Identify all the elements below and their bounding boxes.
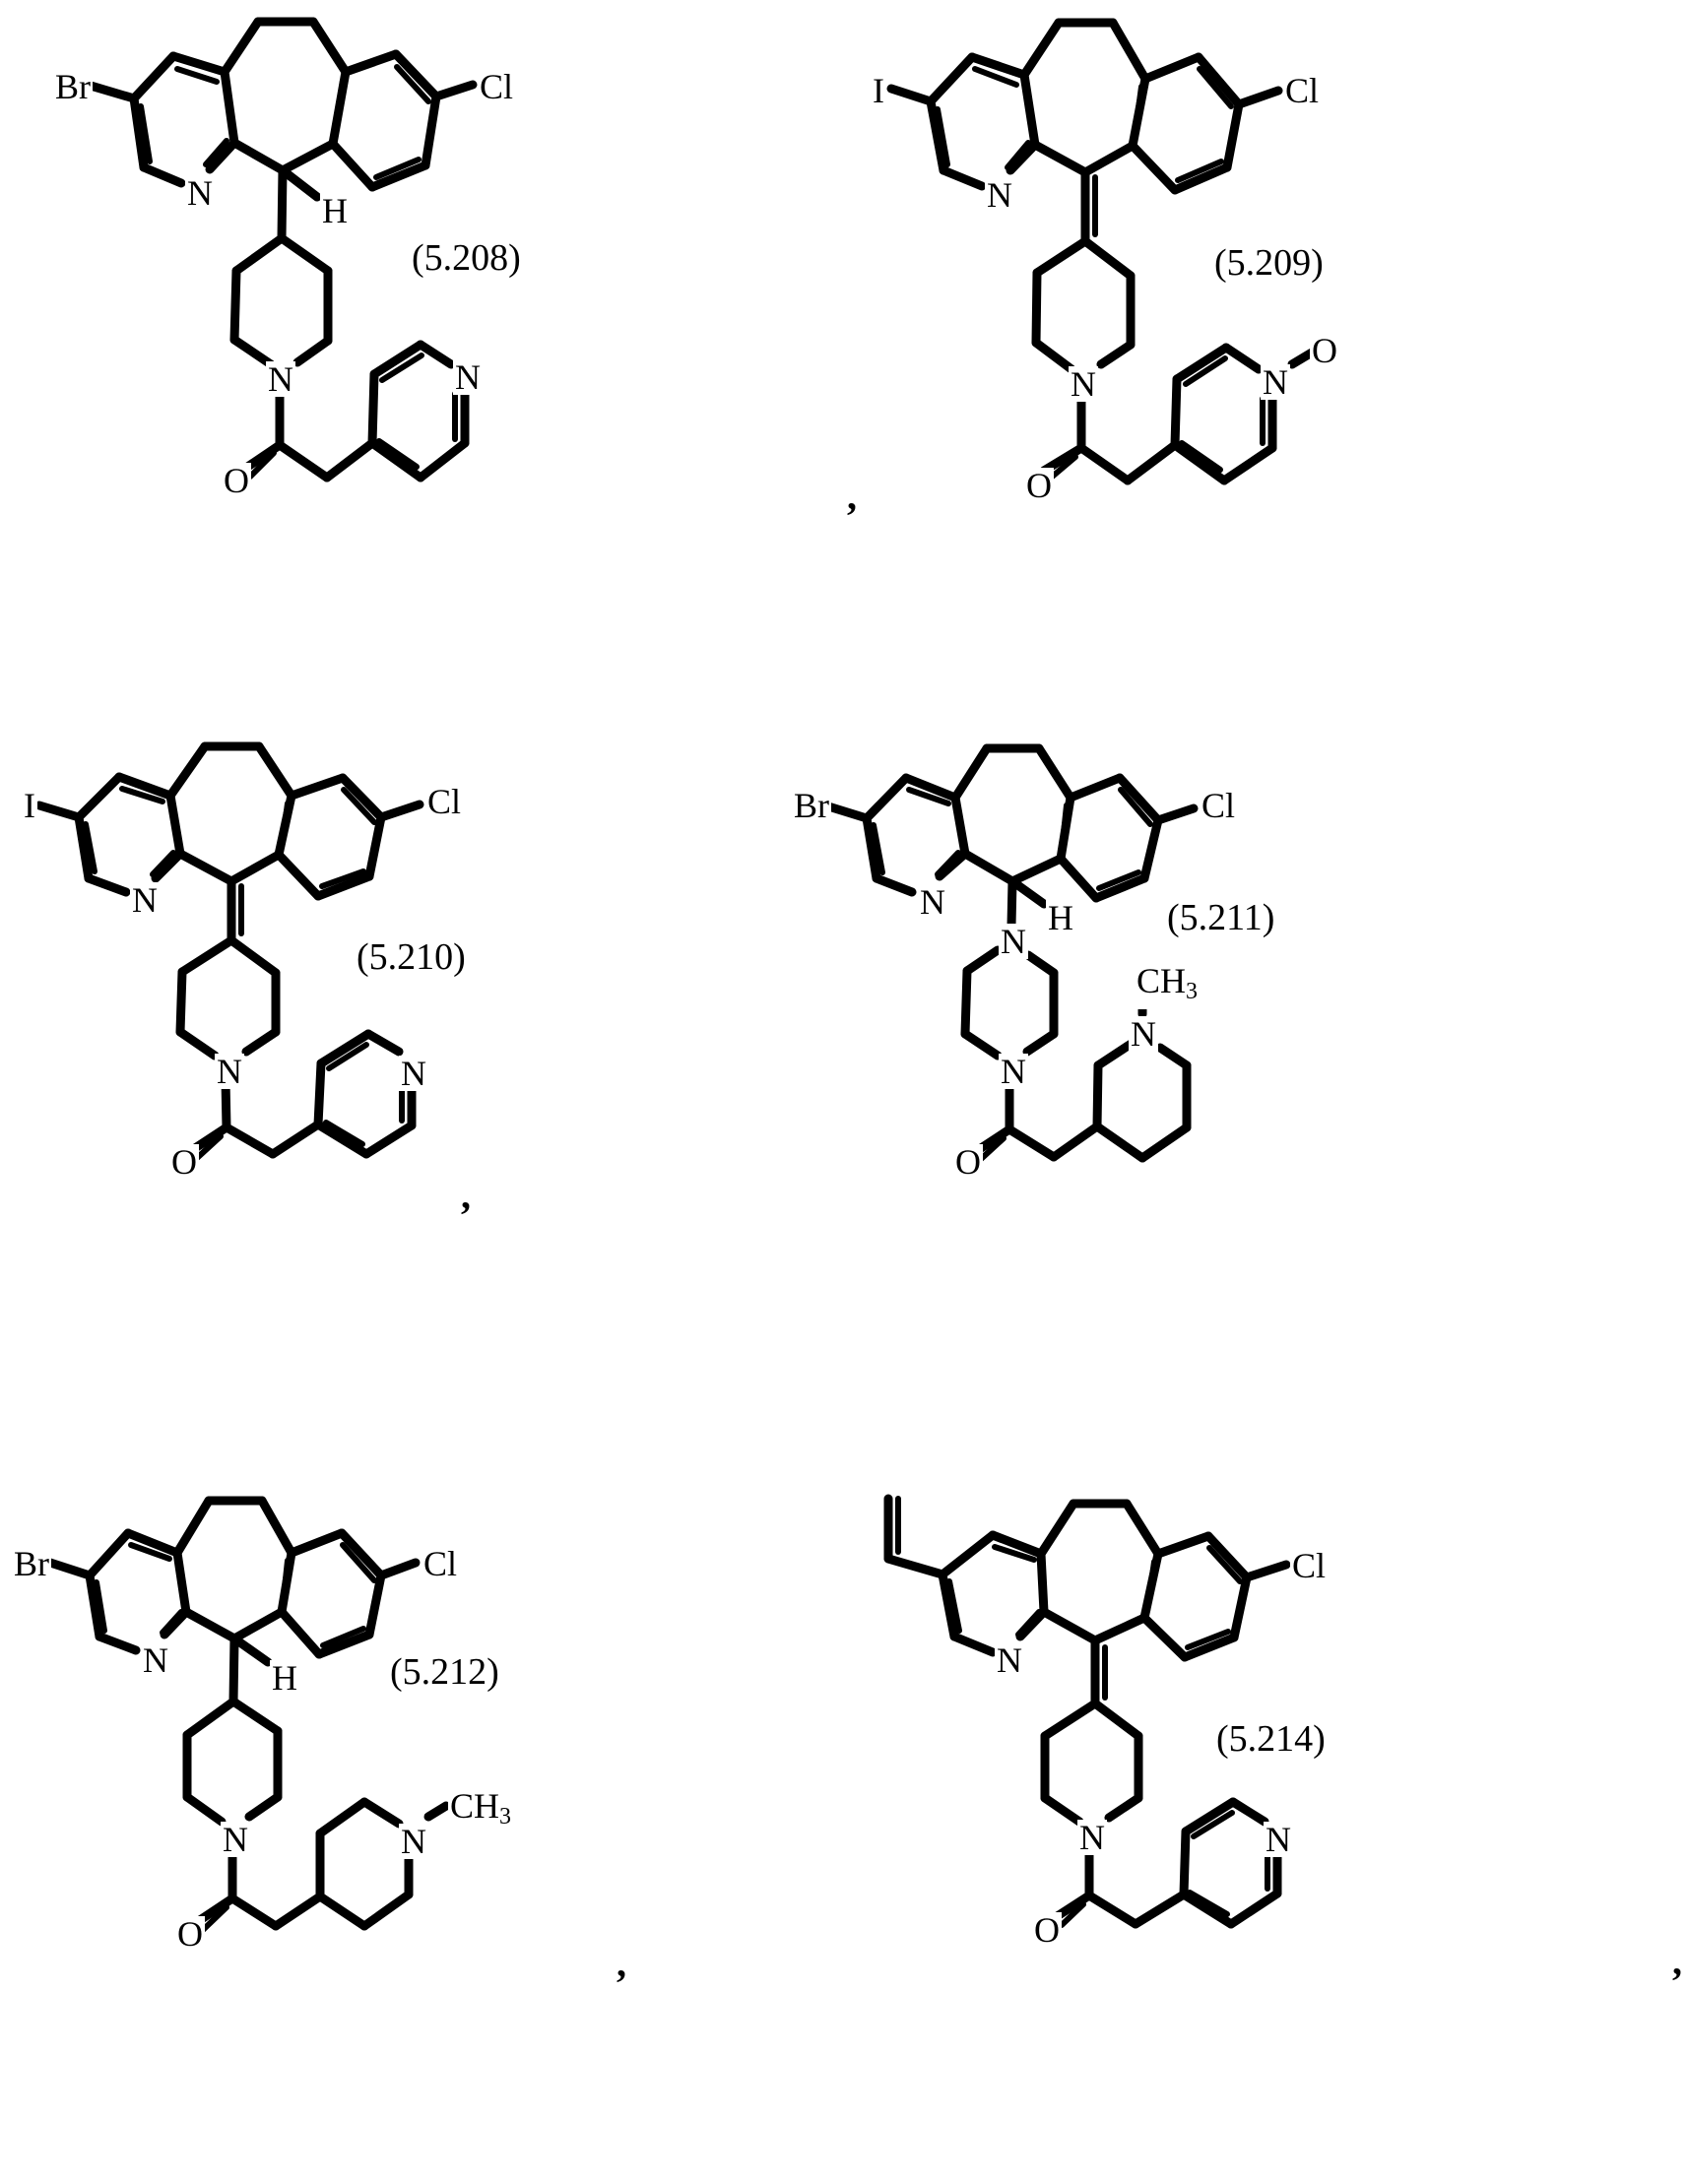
compound-5-210: I Cl N N O N (5.210) , — [0, 689, 847, 1438]
atom-n-piperidine: N — [266, 359, 295, 399]
structure-5-210 — [34, 741, 424, 1161]
atom-n-pyridine: N — [130, 880, 160, 920]
atom-n-piperazine-1: N — [999, 922, 1028, 961]
compound-label: (5.212) — [390, 1651, 499, 1693]
atom-br: Br — [53, 67, 93, 106]
atom-br: Br — [12, 1544, 51, 1583]
compound-label: (5.209) — [1214, 242, 1324, 284]
methyl-text: CH — [450, 1786, 500, 1826]
atom-cl: Cl — [425, 782, 464, 821]
compound-5-212: Br Cl N H N O N CH3 (5.212) , — [0, 1457, 886, 2184]
atom-cl: Cl — [1283, 71, 1322, 110]
atom-n-piperazine-2: N — [999, 1052, 1028, 1091]
atom-n-terminal: N — [399, 1054, 428, 1093]
separator-comma: , — [1672, 1939, 1682, 1983]
compound-label: (5.208) — [412, 237, 521, 279]
atom-n-terminal: N — [453, 357, 483, 397]
atom-h: H — [270, 1658, 299, 1698]
atom-o-carbonyl: O — [169, 1142, 199, 1182]
atom-cl: Cl — [422, 1544, 460, 1583]
compound-label: (5.210) — [357, 936, 466, 978]
methyl-text: CH — [1136, 961, 1187, 1000]
atom-n-pyridine: N — [185, 173, 215, 213]
atom-n-piperidine: N — [1069, 364, 1098, 404]
atom-n-pyridine: N — [918, 882, 947, 922]
separator-comma: , — [461, 1173, 471, 1217]
structure-5-208 — [86, 17, 478, 482]
atom-o-carbonyl: O — [222, 461, 251, 500]
atom-n-piperidine: N — [221, 1820, 250, 1859]
compound-5-208: Br Cl N H N O N (5.208) , — [0, 0, 857, 670]
atom-cl: Cl — [1290, 1546, 1329, 1585]
separator-comma: , — [847, 474, 857, 518]
atom-o-carbonyl: O — [953, 1142, 983, 1182]
structure-5-209 — [886, 18, 1317, 485]
compound-label: (5.211) — [1167, 897, 1275, 938]
atom-n-oxide: N — [1261, 362, 1290, 402]
methyl-subscript: 3 — [1186, 979, 1199, 1004]
compound-5-214: Cl N N O N (5.214) , — [837, 1457, 1688, 2184]
structure-5-214 — [883, 1494, 1291, 1929]
methyl-subscript: 3 — [499, 1804, 512, 1830]
compound-label: (5.214) — [1216, 1718, 1326, 1760]
separator-comma: , — [617, 1941, 626, 1985]
atom-n-pyridine: N — [995, 1640, 1024, 1680]
atom-ch3: CH3 — [1135, 961, 1201, 1009]
atom-n-pyridine: N — [141, 1640, 170, 1680]
atom-n-terminal: N — [1264, 1820, 1293, 1859]
structure-5-211 — [820, 743, 1199, 1163]
atom-o-carbonyl: O — [1024, 466, 1054, 505]
atom-n-methyl: N — [1129, 1014, 1158, 1054]
atom-o-carbonyl: O — [1032, 1910, 1062, 1950]
atom-o-carbonyl: O — [175, 1914, 205, 1954]
atom-cl: Cl — [1200, 786, 1238, 825]
atom-n-pyridine: N — [985, 175, 1014, 215]
atom-i: I — [871, 71, 886, 110]
atom-i: I — [22, 786, 37, 825]
compound-5-209: I Cl N N O N O (5.209) — [847, 0, 1688, 670]
atom-n-piperidine: N — [215, 1052, 244, 1091]
atom-ch3: CH3 — [448, 1786, 514, 1834]
atom-cl: Cl — [478, 67, 516, 106]
atom-n-piperidine: N — [1077, 1818, 1107, 1857]
atom-h: H — [1046, 898, 1075, 937]
atom-n-methyl: N — [399, 1822, 428, 1861]
compound-5-211: Br Cl N H N N O N CH3 (5.211) — [788, 689, 1688, 1438]
atom-br: Br — [792, 786, 831, 825]
atom-h: H — [320, 191, 350, 230]
atom-o-n-oxide: O — [1310, 331, 1339, 370]
